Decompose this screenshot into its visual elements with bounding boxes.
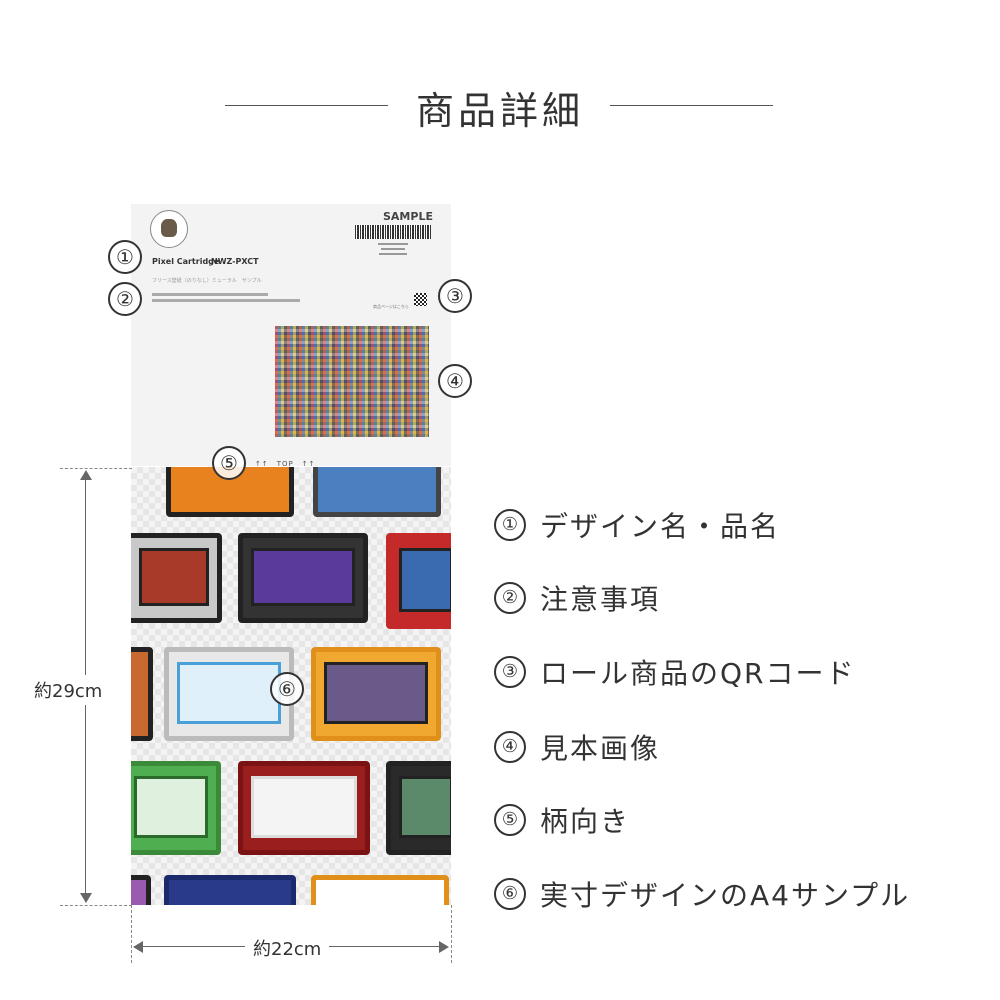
marker-4: ④ bbox=[438, 364, 472, 398]
product-subtitle: フリース壁紙（のりなし）ミューラル サンプル bbox=[152, 278, 262, 284]
cartridge-black-2 bbox=[386, 761, 451, 855]
legend-number: ③ bbox=[494, 656, 526, 688]
dimension-guide bbox=[60, 905, 132, 906]
legend-text: 実寸デザインのA4サンプル bbox=[540, 879, 911, 912]
title-rule-left bbox=[225, 105, 388, 106]
notice-bar bbox=[152, 293, 268, 296]
legend-text: 注意事項 bbox=[540, 583, 661, 616]
arrow-left-icon bbox=[133, 941, 143, 953]
qr-code-icon bbox=[414, 293, 427, 306]
cartridge-green bbox=[131, 761, 221, 855]
legend-text: デザイン名・品名 bbox=[540, 510, 781, 543]
legend-item: ② 注意事項 bbox=[494, 578, 661, 616]
section-header: 商品詳細 bbox=[0, 78, 1000, 138]
height-label: 約29cm bbox=[34, 675, 103, 705]
orientation-mark: ↑↑ TOP ↑↑ bbox=[255, 460, 316, 468]
dimension-guide bbox=[131, 905, 132, 963]
arrow-right-icon bbox=[439, 941, 449, 953]
product-code: NWZ-PXCT bbox=[211, 257, 259, 266]
cartridge-partial bbox=[131, 647, 153, 741]
arrow-down-icon bbox=[80, 893, 92, 903]
legend-number: ① bbox=[494, 509, 526, 541]
cartridge-red bbox=[386, 533, 451, 629]
marker-3: ③ bbox=[438, 279, 472, 313]
marker-5: ⑤ bbox=[212, 446, 246, 480]
barcode-icon bbox=[355, 225, 431, 239]
legend-number: ⑤ bbox=[494, 804, 526, 836]
cartridge-blue bbox=[313, 467, 441, 517]
notice-bar bbox=[152, 299, 300, 302]
cartridge-black bbox=[131, 533, 222, 623]
legend-number: ② bbox=[494, 582, 526, 614]
legend-text: 見本画像 bbox=[540, 732, 661, 765]
legend-text: 柄向き bbox=[540, 805, 631, 838]
cartridge-yellow bbox=[311, 647, 441, 741]
product-name: Pixel Cartridge bbox=[152, 257, 220, 266]
cartridge-orange-white bbox=[311, 875, 449, 905]
sample-image bbox=[275, 326, 429, 437]
cartridge-dark bbox=[238, 533, 368, 623]
cartridge-orange bbox=[166, 467, 294, 517]
legend-item: ⑥ 実寸デザインのA4サンプル bbox=[494, 874, 911, 912]
sample-label: SAMPLE bbox=[383, 210, 433, 223]
title-rule-right bbox=[610, 105, 773, 106]
marker-2: ② bbox=[108, 282, 142, 316]
legend-number: ④ bbox=[494, 731, 526, 763]
brand-logo bbox=[150, 210, 188, 248]
dimension-guide bbox=[60, 468, 132, 469]
cartridge-darkred bbox=[238, 761, 370, 855]
legend-item: ⑤ 柄向き bbox=[494, 800, 631, 838]
legend-number: ⑥ bbox=[494, 878, 526, 910]
cartridge-navy bbox=[164, 875, 296, 905]
marker-1: ① bbox=[108, 240, 142, 274]
page-title: 商品詳細 bbox=[415, 89, 584, 133]
cartridge-partial-2 bbox=[131, 875, 151, 905]
qr-label: 商品ページはこちら bbox=[373, 304, 409, 309]
legend-item: ① デザイン名・品名 bbox=[494, 505, 781, 543]
barcode-lines bbox=[378, 243, 408, 258]
arrow-up-icon bbox=[80, 470, 92, 480]
legend-item: ④ 見本画像 bbox=[494, 727, 661, 765]
width-label: 約22cm bbox=[245, 935, 330, 961]
dimension-guide bbox=[451, 905, 452, 963]
marker-6: ⑥ bbox=[270, 672, 304, 706]
legend-text: ロール商品のQRコード bbox=[540, 657, 856, 690]
legend-item: ③ ロール商品のQRコード bbox=[494, 652, 856, 690]
